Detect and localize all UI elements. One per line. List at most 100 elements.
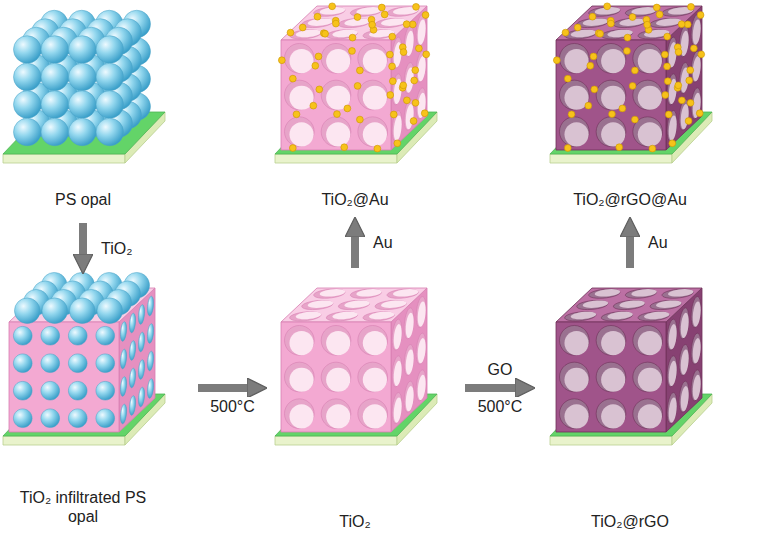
pore <box>633 399 663 429</box>
au-nanoparticle <box>314 13 321 20</box>
pore-inner <box>583 300 608 307</box>
pore <box>596 117 626 147</box>
pore <box>691 297 701 328</box>
substrate-side <box>275 436 397 445</box>
ps-sphere-section <box>138 360 144 380</box>
pore <box>314 289 345 298</box>
pore <box>404 345 414 376</box>
ps-sphere-section <box>96 381 115 400</box>
pore-inner <box>564 368 588 392</box>
au-nanoparticle <box>403 21 410 28</box>
pore-inner <box>296 312 321 319</box>
pore-inner <box>619 300 644 307</box>
pore-inner <box>638 368 662 392</box>
ps-sphere <box>69 298 95 324</box>
ps-sphere-section <box>129 313 135 333</box>
au-nanoparticle <box>616 144 623 151</box>
ps-sphere-section <box>129 396 135 416</box>
cube-illustration <box>550 3 712 163</box>
pore <box>338 18 369 27</box>
ps-sphere <box>41 91 69 119</box>
pore <box>625 289 656 298</box>
picture-space <box>3 0 163 190</box>
pore-inner <box>681 349 689 374</box>
au-nanoparticle <box>389 63 396 70</box>
au-nanoparticle <box>403 97 410 104</box>
au-nanoparticle <box>289 75 296 82</box>
pore-inner <box>393 289 418 296</box>
pore <box>589 289 620 298</box>
au-nanoparticle <box>357 116 364 123</box>
process-arrow <box>465 384 525 392</box>
pore-inner <box>564 404 588 428</box>
pore <box>284 362 314 392</box>
pore <box>302 300 333 309</box>
ps-sphere <box>96 36 124 64</box>
pore-inner <box>418 375 426 400</box>
pore-inner <box>418 301 426 326</box>
au-nanoparticle <box>374 145 381 152</box>
pore <box>596 399 626 429</box>
pore-inner <box>308 300 333 307</box>
cube-illustration <box>3 272 165 445</box>
pore <box>679 308 689 339</box>
pore-inner <box>564 331 588 355</box>
pore <box>679 381 689 412</box>
ps-sphere <box>41 63 69 91</box>
pore-inner <box>289 122 313 146</box>
picture-space <box>275 0 435 190</box>
pore <box>559 117 589 147</box>
ps-sphere-section <box>147 324 153 344</box>
ps-sphere <box>69 63 97 91</box>
cube-illustration <box>3 10 165 163</box>
pore-inner <box>583 18 608 25</box>
pore <box>358 80 388 110</box>
au-nanoparticle <box>410 118 417 125</box>
au-nanoparticle <box>631 67 638 74</box>
pore <box>559 325 589 355</box>
illustration-panel: TiO₂ <box>275 282 435 531</box>
au-nanoparticle <box>662 92 669 99</box>
au-nanoparticle <box>293 111 300 118</box>
au-nanoparticle <box>411 77 418 84</box>
pore-inner <box>693 56 701 81</box>
au-nanoparticle <box>354 83 361 90</box>
pore-inner <box>564 49 588 73</box>
au-nanoparticle <box>413 3 420 10</box>
au-nanoparticle <box>664 33 671 40</box>
process-arrow <box>626 227 634 268</box>
au-nanoparticle <box>349 48 356 55</box>
pore-inner <box>369 312 394 319</box>
au-nanoparticle <box>624 34 631 41</box>
au-nanoparticle <box>644 21 651 28</box>
pore-inner <box>363 368 387 392</box>
au-nanoparticle <box>386 51 393 58</box>
au-nanoparticle <box>378 4 385 11</box>
pore-inner <box>332 312 357 319</box>
illustration-panel: TiO₂@rGO <box>550 282 710 531</box>
pore-inner <box>601 122 625 146</box>
pore-inner <box>668 289 693 296</box>
au-nanoparticle <box>609 111 616 118</box>
au-nanoparticle <box>312 62 319 69</box>
au-nanoparticle <box>624 48 631 55</box>
ps-sphere-section <box>129 341 135 361</box>
au-nanoparticle <box>632 116 639 123</box>
pore-inner <box>631 7 656 14</box>
pore-inner <box>394 397 402 422</box>
pore-inner <box>656 18 681 25</box>
au-nanoparticle <box>322 30 329 37</box>
au-nanoparticle <box>568 111 575 118</box>
pore-inner <box>571 30 596 37</box>
process-arrow <box>198 384 257 392</box>
cube-illustration <box>275 288 437 445</box>
au-nanoparticle <box>675 49 682 56</box>
pore-inner <box>344 300 369 307</box>
ps-sphere-section <box>120 404 126 424</box>
au-nanoparticle <box>394 140 401 147</box>
pore <box>358 399 388 429</box>
ps-sphere <box>96 91 124 119</box>
pore-inner <box>381 18 406 25</box>
au-nanoparticle <box>696 110 703 117</box>
ps-sphere-section <box>96 326 115 345</box>
